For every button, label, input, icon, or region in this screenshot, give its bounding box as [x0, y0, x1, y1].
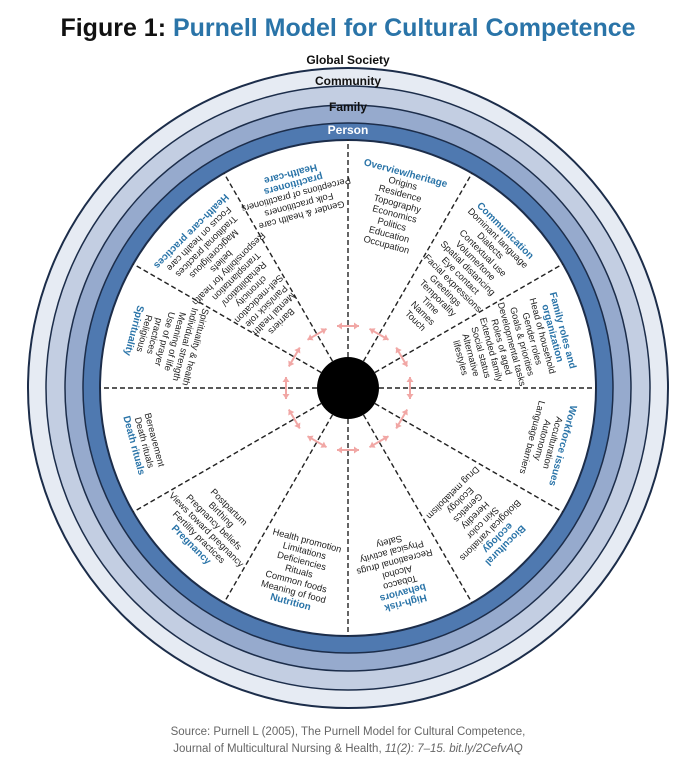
segment-divider [374, 263, 564, 374]
double-arrow-icon [337, 446, 359, 454]
segment: High-riskbehaviorsTobaccoAlcoholRecreati… [355, 533, 433, 613]
double-arrow-icon [406, 377, 414, 399]
source-line-2: Journal of Multicultural Nursing & Healt… [0, 741, 696, 758]
segment-divider [132, 402, 322, 513]
double-arrow-icon [337, 322, 359, 330]
segment-divider [362, 414, 473, 604]
ring-label-person: Person [328, 123, 369, 137]
ring-label-family: Family [329, 100, 367, 114]
double-arrow-icon [368, 327, 390, 341]
source-citation: Source: Purnell L (2005), The Purnell Mo… [0, 724, 696, 758]
double-arrow-icon [395, 408, 409, 430]
double-arrow-icon [287, 408, 301, 430]
segment-dividers [100, 140, 596, 636]
segment-divider [223, 414, 334, 604]
double-arrow-icon [306, 327, 328, 341]
figure-title-prefix: Figure 1: [60, 14, 173, 42]
double-arrow-icon [282, 377, 290, 399]
source-journal: Journal of Multicultural Nursing & Healt… [173, 743, 385, 755]
ring-label-global-society: Global Society [306, 53, 390, 67]
double-arrow-icon [395, 346, 409, 368]
center-circle [317, 357, 379, 419]
figure-title: Figure 1: Purnell Model for Cultural Com… [0, 14, 696, 43]
source-line-1: Source: Purnell L (2005), The Purnell Mo… [170, 726, 526, 738]
figure-title-main: Purnell Model for Cultural Competence [172, 14, 636, 42]
double-arrow-icon [287, 346, 301, 368]
segment-divider [223, 172, 334, 362]
double-arrow-icon [368, 435, 390, 449]
source-reference: 11(2): 7–15. bit.ly/2CefvAQ [384, 743, 523, 755]
ring-label-community: Community [315, 74, 381, 88]
double-arrow-icon [306, 435, 328, 449]
segment-divider [374, 402, 564, 513]
arrow-ring [282, 322, 414, 454]
segment-divider [132, 263, 322, 374]
segment-divider [362, 172, 473, 362]
